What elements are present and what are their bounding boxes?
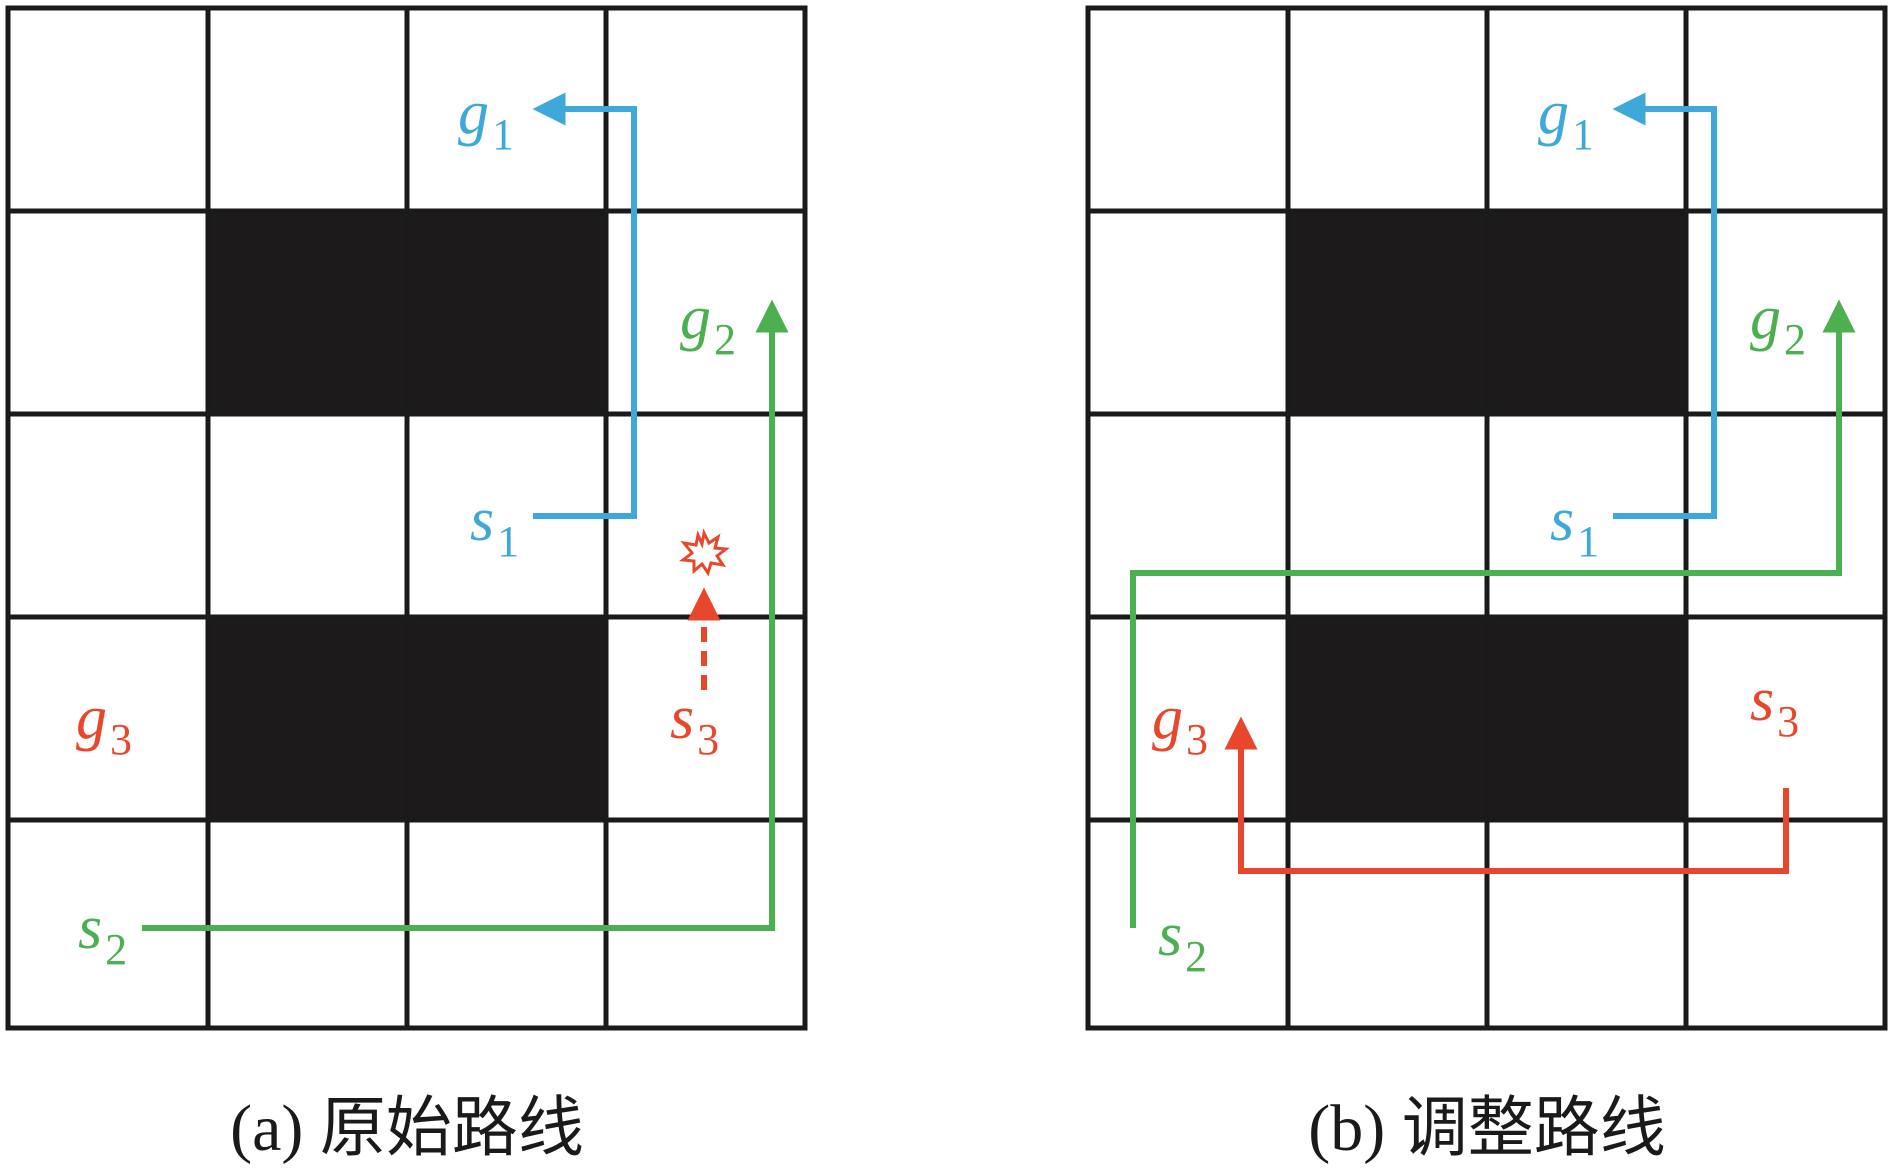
label-s3: s3 xyxy=(670,684,719,764)
label-g2: g2 xyxy=(680,284,736,364)
collision-burst-icon xyxy=(679,528,730,577)
path-agent2-adjusted xyxy=(1130,299,1856,928)
label-s1: s1 xyxy=(1550,486,1599,566)
path-agent2-original xyxy=(142,299,789,931)
label-g1: g1 xyxy=(458,79,514,159)
caption-b: (b) 调整路线 xyxy=(1308,1092,1665,1165)
label-s2: s2 xyxy=(78,894,127,974)
panel-b-grid xyxy=(1085,5,1888,1031)
panel-b: g1 g2 g3 s1 s2 s3 (b) 调整路线 xyxy=(1085,5,1888,1165)
label-g2: g2 xyxy=(1750,284,1806,364)
panel-a-labels: g1 g2 g3 s1 s2 s3 xyxy=(76,79,736,974)
label-s2: s2 xyxy=(1158,901,1207,981)
label-g1: g1 xyxy=(1538,79,1594,159)
path-agent1-original xyxy=(532,92,637,519)
panel-a: g1 g2 g3 s1 s2 s3 (a) 原始路线 xyxy=(5,5,808,1165)
label-s3: s3 xyxy=(1750,666,1799,746)
label-s1: s1 xyxy=(470,486,519,566)
panel-b-labels: g1 g2 g3 s1 s2 s3 xyxy=(1152,79,1806,981)
panel-a-grid xyxy=(5,5,808,1031)
label-g3: g3 xyxy=(76,684,132,764)
label-g3: g3 xyxy=(1152,684,1208,764)
caption-a: (a) 原始路线 xyxy=(230,1092,584,1165)
path-agent1-adjusted xyxy=(1612,92,1717,519)
path-agent3-adjusted xyxy=(1224,716,1789,874)
